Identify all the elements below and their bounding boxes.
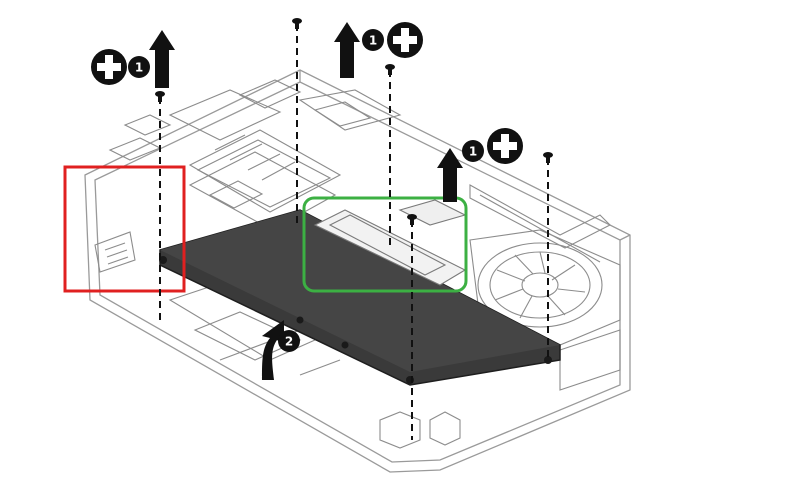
phillips-screw-icon: [385, 64, 395, 75]
callout-step-1-left: 1: [91, 30, 175, 88]
callout-number: 1: [469, 145, 477, 159]
phillips-screw-icon: [292, 18, 302, 29]
callout-number: 1: [369, 34, 377, 48]
phillips-screw-icon: [407, 214, 417, 225]
arrow-up-icon: [334, 22, 360, 78]
screw-guide-lines: [159, 24, 549, 440]
arrow-up-icon: [149, 30, 175, 88]
arrow-up-icon: [437, 148, 463, 202]
laptop-base: [84, 69, 631, 473]
phillips-screw-icon: [487, 128, 523, 164]
phillips-screw-icon: [543, 152, 553, 163]
phillips-screw-icon: [155, 91, 165, 102]
callout-step-1-right: 1: [437, 128, 523, 202]
phillips-screw-icon: [387, 22, 423, 58]
callout-step-1-top: 1: [334, 22, 423, 78]
callout-step-2: 2: [262, 320, 300, 380]
callout-number: 2: [285, 335, 293, 349]
callout-number: 1: [135, 61, 143, 75]
battery-connector: [313, 199, 467, 286]
phillips-screw-icon: [91, 49, 127, 85]
screws: [155, 18, 553, 225]
curved-arrow-icon: [262, 320, 284, 380]
green-highlight-box: [302, 196, 468, 293]
red-highlight-box: [63, 165, 186, 293]
